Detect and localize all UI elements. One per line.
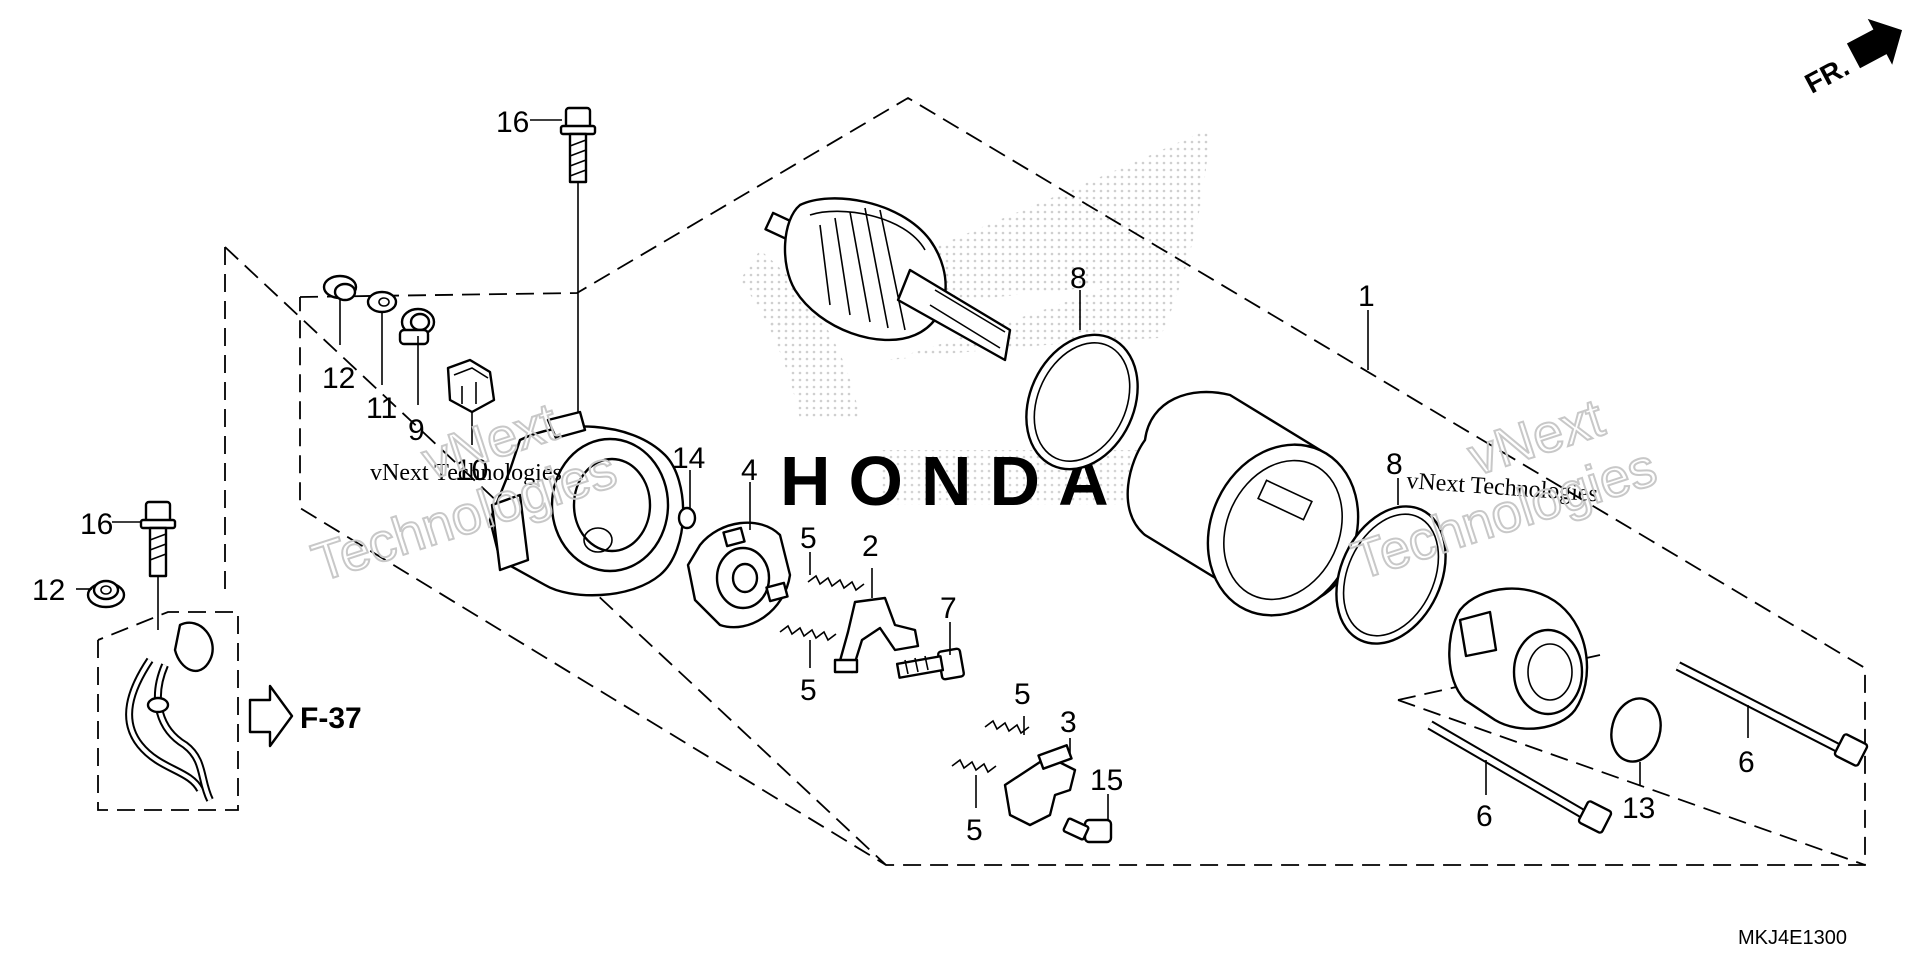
front-cover[interactable] (1448, 587, 1589, 730)
armature[interactable] (764, 197, 1012, 362)
callout-7[interactable]: 7 (940, 592, 957, 625)
direction-label: FR. (1800, 51, 1854, 100)
carbon-brush-holder[interactable] (1003, 744, 1077, 827)
brush-holder[interactable] (686, 521, 792, 629)
callout-11[interactable]: 11 (366, 392, 397, 425)
callout-8-top[interactable]: 8 (1070, 262, 1087, 295)
brush-spring-3[interactable] (984, 719, 1030, 735)
callout-8-bottom[interactable]: 8 (1386, 448, 1403, 481)
through-bolt-1[interactable] (1675, 661, 1869, 767)
callout-12-left[interactable]: 12 (32, 574, 65, 607)
callout-5-c[interactable]: 5 (1014, 678, 1031, 711)
terminal-bolt[interactable] (446, 358, 496, 414)
callout-3[interactable]: 3 (1060, 706, 1077, 739)
rear-cover-housing[interactable] (488, 410, 685, 597)
watermark-text-left: vNext Technologies (370, 460, 562, 486)
o-ring-small[interactable] (677, 506, 697, 530)
callout-13[interactable]: 13 (1622, 792, 1655, 825)
small-screw[interactable] (1062, 817, 1113, 844)
o-ring-front[interactable] (1005, 317, 1158, 488)
terminal-bolt-set[interactable] (895, 647, 965, 681)
o-ring-rear[interactable] (1315, 489, 1466, 662)
flange-bolt-left[interactable] (139, 500, 177, 578)
callout-12-top[interactable]: 12 (322, 362, 355, 395)
brush-spring-1[interactable] (807, 574, 865, 592)
callout-1[interactable]: 1 (1358, 280, 1375, 313)
callout-14[interactable]: 14 (672, 442, 705, 475)
plain-washer[interactable] (366, 290, 398, 314)
callout-6-right[interactable]: 6 (1738, 746, 1755, 779)
callout-5-a[interactable]: 5 (800, 522, 817, 555)
o-ring-cover[interactable] (1605, 693, 1668, 767)
flange-bolt-top[interactable] (559, 106, 597, 184)
through-bolt-2[interactable] (1427, 720, 1613, 834)
reference-label: F-37 (300, 702, 362, 735)
motor-case-yoke[interactable] (1126, 390, 1386, 640)
terminal-insulator[interactable] (398, 307, 436, 346)
callout-9[interactable]: 9 (408, 414, 425, 447)
brush-spring-2[interactable] (779, 624, 837, 642)
callout-5-d[interactable]: 5 (966, 814, 983, 847)
front-direction-marker: FR. (1800, 18, 1903, 100)
callout-15[interactable]: 15 (1090, 764, 1123, 797)
flange-nut-left[interactable] (86, 579, 126, 609)
callout-4[interactable]: 4 (741, 454, 758, 487)
carbon-brush-set[interactable] (833, 596, 920, 674)
diagram-code: MKJ4E1300 (1738, 927, 1847, 949)
callout-5-b[interactable]: 5 (800, 674, 817, 707)
callout-labels: 16 16 12 11 9 10 12 14 4 5 5 2 7 5 3 5 1… (32, 106, 1755, 847)
flange-nut[interactable] (322, 274, 358, 302)
callout-16-left[interactable]: 16 (80, 508, 113, 541)
starter-cable[interactable] (125, 621, 214, 802)
callout-2[interactable]: 2 (862, 530, 879, 563)
brush-spring-4[interactable] (951, 758, 997, 774)
callout-6-left[interactable]: 6 (1476, 800, 1493, 833)
callout-16-top[interactable]: 16 (496, 106, 529, 139)
reference-arrow[interactable]: F-37 (248, 684, 362, 748)
leader-lines (76, 119, 1749, 820)
callout-10[interactable]: 10 (455, 454, 488, 487)
